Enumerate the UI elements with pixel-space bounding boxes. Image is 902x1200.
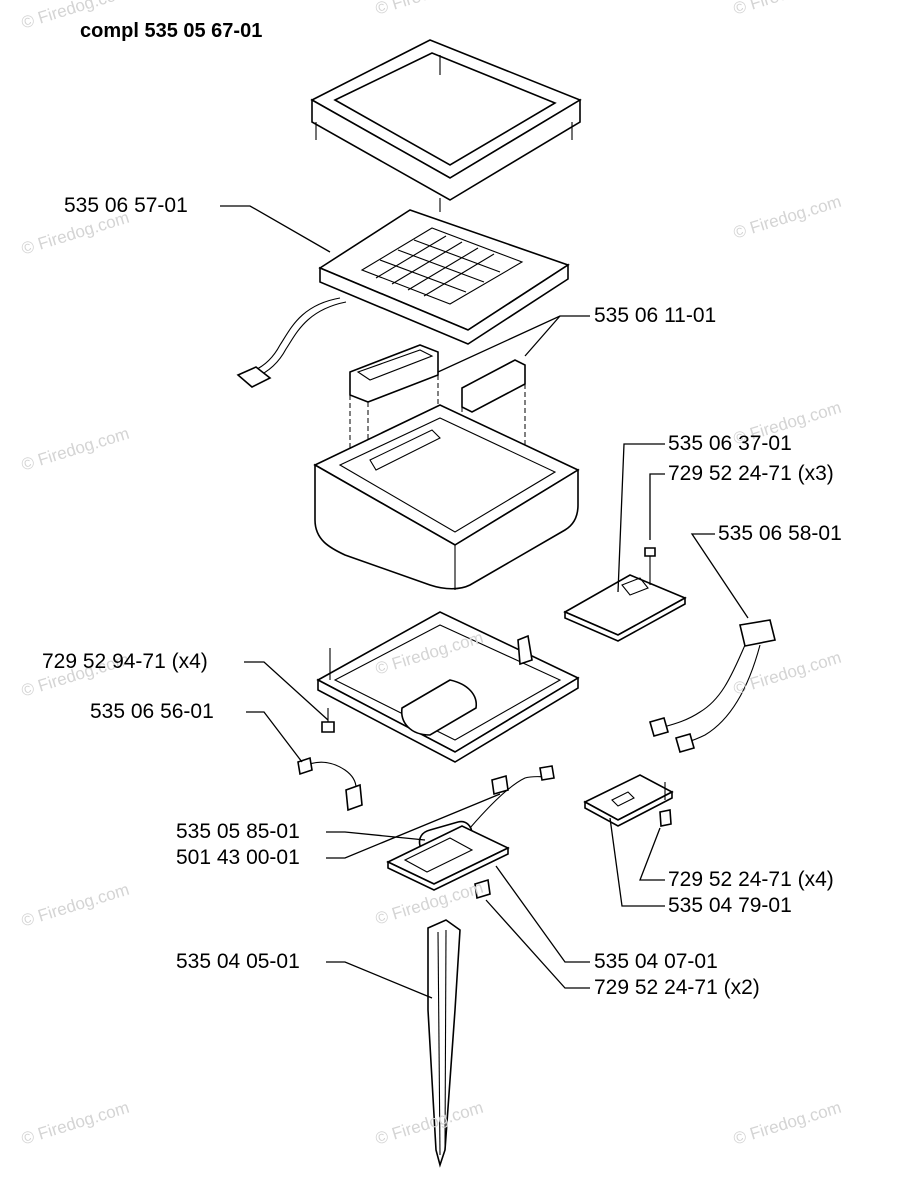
label-cover-screw: 729 52 24-71 (x2) [594, 976, 760, 999]
top-frame-lid [310, 39, 582, 212]
leader-lines [220, 205, 749, 999]
circuit-board [563, 547, 687, 642]
stake [427, 919, 461, 1168]
sensor-plate [236, 209, 570, 388]
label-circuit-board: 535 06 37-01 [668, 432, 792, 455]
label-bracket-plate: 535 04 79-01 [668, 894, 792, 917]
label-foam-strips: 535 06 11-01 [594, 304, 717, 327]
label-switch: 535 06 56-01 [90, 700, 214, 723]
label-board-screw: 729 52 24-71 (x3) [668, 462, 834, 485]
switch [297, 756, 363, 812]
cable-harness [649, 619, 776, 753]
base [316, 611, 580, 763]
bracket-plate [583, 774, 674, 827]
cover-plate [386, 825, 510, 900]
diagram-title: compl 535 05 67-01 [80, 20, 263, 42]
housing [313, 404, 580, 590]
label-sensor-plate: 535 06 57-01 [64, 194, 188, 217]
label-cable-tie: 501 43 00-01 [176, 846, 300, 869]
label-cover-plate: 535 04 07-01 [594, 950, 718, 973]
label-cable-harness: 535 06 58-01 [718, 522, 842, 545]
label-base-screw: 729 52 94-71 (x4) [42, 650, 208, 673]
foam-strips [349, 344, 526, 525]
label-bracket-screw: 729 52 24-71 (x4) [668, 868, 834, 891]
label-capacitor: 535 05 85-01 [176, 820, 300, 843]
label-stake: 535 04 05-01 [176, 950, 300, 973]
